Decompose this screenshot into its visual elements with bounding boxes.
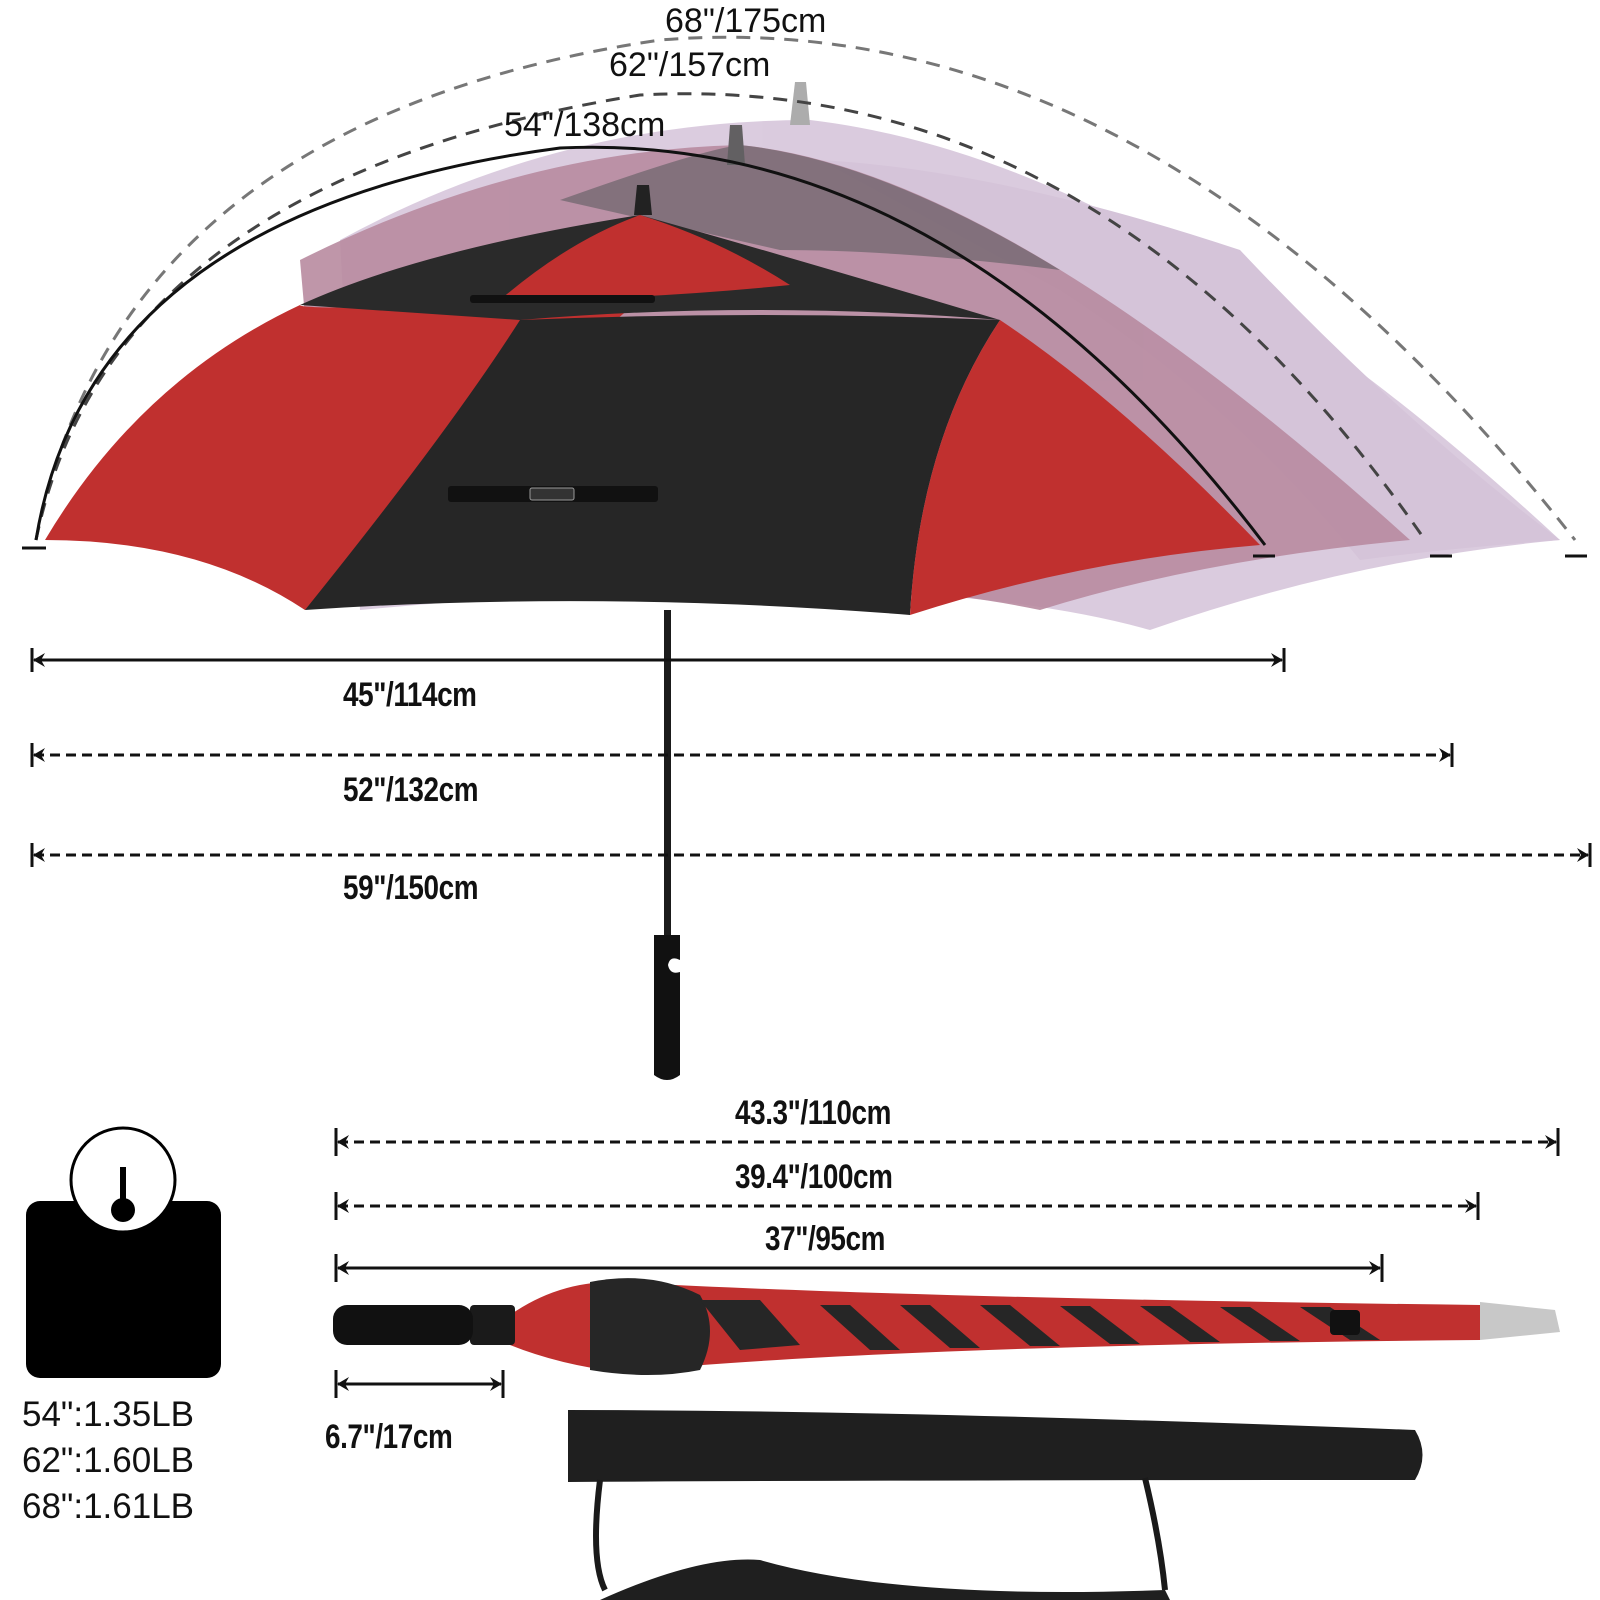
weight-item-62: 62":1.60LB bbox=[22, 1441, 195, 1480]
weight-list: 54":1.35LB 62":1.60LB 68":1.61LB bbox=[22, 1392, 194, 1530]
open-span-arrows bbox=[30, 648, 1592, 867]
open-span-label-52: 52"/132cm bbox=[343, 771, 479, 809]
umbrella-sleeve bbox=[568, 1410, 1423, 1600]
arc-62 bbox=[34, 92, 1427, 541]
umbrella-shaft bbox=[654, 610, 680, 1080]
arc-label-54: 54"/138cm bbox=[504, 106, 666, 144]
closed-length-label-39: 39.4"/100cm bbox=[735, 1158, 893, 1196]
arc-label-62: 62"/157cm bbox=[609, 46, 771, 84]
closed-length-label-37: 37"/95cm bbox=[765, 1220, 886, 1258]
arc-68 bbox=[34, 35, 1577, 541]
open-span-label-59: 59"/150cm bbox=[343, 869, 479, 907]
weight-item-68: 68":1.61LB bbox=[22, 1487, 195, 1526]
canopy-54-main bbox=[45, 185, 1260, 615]
closed-length-arrows bbox=[334, 1128, 1560, 1398]
closed-length-label-43: 43.3"/110cm bbox=[735, 1094, 891, 1132]
weight-item-54: 54":1.35LB bbox=[22, 1395, 195, 1434]
handle-length-label: 6.7"/17cm bbox=[325, 1418, 453, 1456]
closed-umbrella bbox=[333, 1278, 1560, 1375]
arc-54 bbox=[34, 145, 1267, 546]
arc-label-68: 68"/175cm bbox=[665, 2, 827, 40]
scale-icon bbox=[26, 1126, 221, 1378]
open-span-label-45: 45"/114cm bbox=[343, 676, 477, 714]
